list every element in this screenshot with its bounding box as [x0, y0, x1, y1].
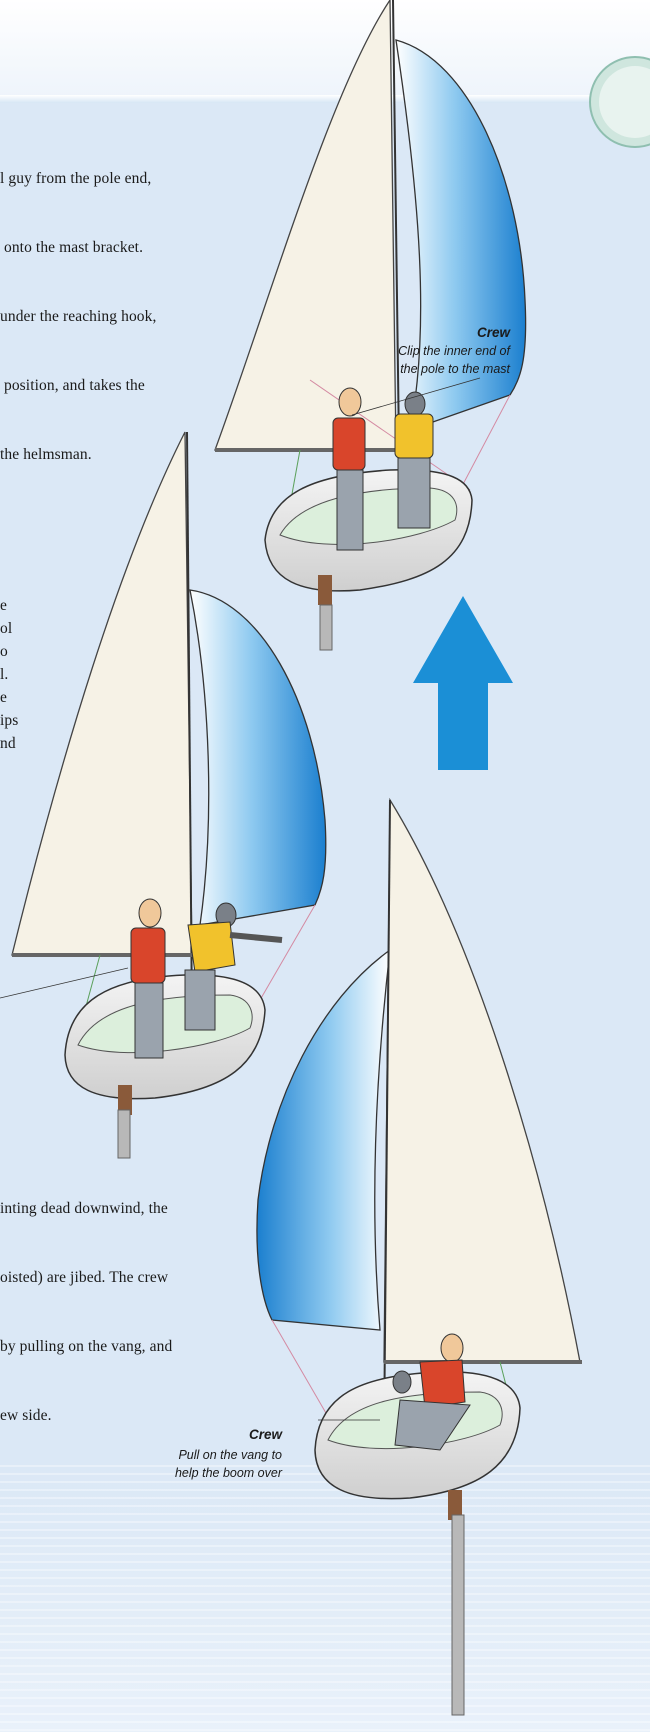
spinnaker-sail — [190, 590, 326, 925]
callout-title: Crew — [175, 1426, 282, 1444]
callout-line: the pole to the mast — [398, 360, 510, 378]
mainsail — [215, 0, 396, 450]
boat-3 — [257, 800, 582, 1715]
callout-clip-pole: Crew Clip the inner end of the pole to t… — [398, 324, 510, 378]
callout-title: Crew — [398, 324, 510, 342]
spinnaker-sail — [257, 950, 390, 1330]
callout-line: Pull on the vang to — [175, 1446, 282, 1464]
mainsail — [12, 432, 192, 955]
up-arrow-icon — [413, 596, 513, 770]
callout-line: help the boom over — [175, 1464, 282, 1482]
callout-pull-vang: Crew Pull on the vang to help the boom o… — [175, 1426, 282, 1482]
callout-line: Clip the inner end of — [398, 342, 510, 360]
mainsail — [384, 800, 580, 1362]
